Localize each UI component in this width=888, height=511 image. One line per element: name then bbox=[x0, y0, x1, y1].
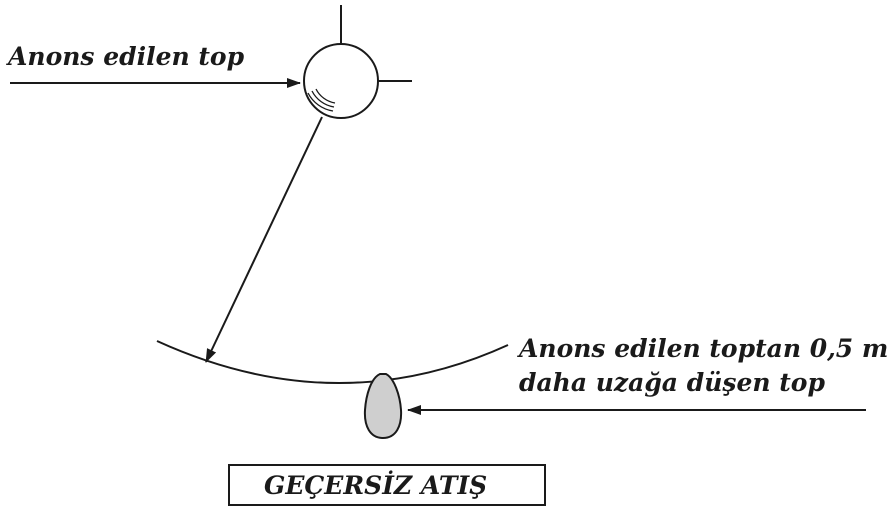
invalid-shot-box: GEÇERSİZ ATIŞ bbox=[228, 464, 546, 506]
announced-ball-label: Anons edilen top bbox=[8, 42, 245, 71]
announced-ball-shading bbox=[315, 88, 336, 104]
distance-arc bbox=[156, 340, 509, 384]
far-ball-label-line2: daha uzağa düşen top bbox=[519, 368, 825, 397]
announced-ball-shading bbox=[307, 92, 334, 112]
far-ball bbox=[363, 373, 403, 440]
invalid-shot-label: GEÇERSİZ ATIŞ bbox=[264, 471, 488, 500]
announced-ball-shading bbox=[311, 90, 335, 108]
radius-arrow bbox=[205, 116, 323, 363]
far-ball-label-line1: Anons edilen toptan 0,5 m bbox=[519, 334, 888, 363]
announced-ball bbox=[303, 43, 379, 119]
